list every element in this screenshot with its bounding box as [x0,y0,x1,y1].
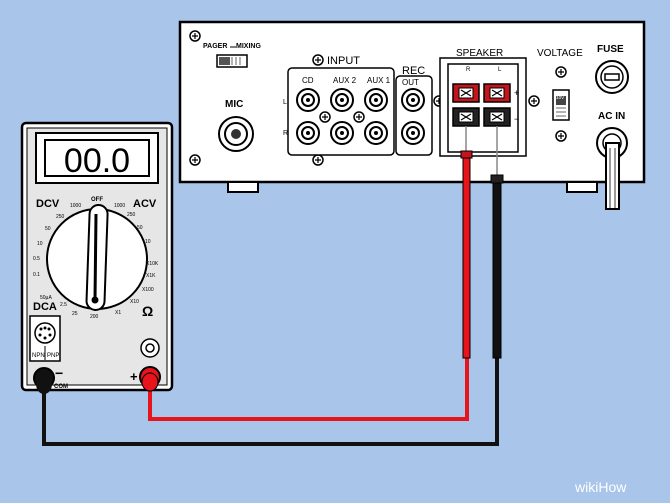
off-label: OFF [91,197,103,203]
black-probe[interactable] [490,126,504,359]
tick-dcv-250: 250 [56,214,65,220]
wikihow-watermark: wikiHow [574,479,627,495]
tick-dcv-50: 50 [45,226,51,232]
aux2-label: AUX 2 [333,76,357,85]
rca-jack-rec-l[interactable] [401,88,425,112]
input-l-label: L [283,99,287,106]
tick-acv-1000: 1000 [114,203,125,209]
display-reading: 00.0 [64,142,130,180]
mixing-label: MIXING [236,43,261,50]
npn-label: NPN [32,353,45,359]
speaker-terminal-l-plus[interactable] [483,83,511,103]
fuse-label: FUSE [597,44,624,55]
rca-jack-cd-r[interactable] [296,121,320,145]
tick-dcv-1000: 1000 [70,203,81,209]
rca-jack-aux1-l[interactable] [364,88,388,112]
cd-label: CD [302,76,314,85]
tick-dcv-10: 10 [37,241,43,247]
transistor-socket[interactable] [29,315,61,362]
speaker-plus-label: + [514,88,519,98]
input-label: INPUT [327,55,360,67]
tick-acv-250: 250 [127,212,136,218]
com-minus-label: − [55,365,63,381]
pnp-label: PNP [47,353,59,359]
rca-jack-aux2-l[interactable] [330,88,354,112]
tick-acv-10: 10 [145,239,151,245]
switch-knob [219,57,230,65]
acin-label: AC IN [598,111,625,122]
tick-dcv-01: 0.1 [33,272,40,278]
amplifier-panel: PAGER MIXING MIC INPUT CD AUX 2 AUX 1 L … [178,20,646,210]
speaker-minus-label: − [514,114,519,124]
input-r-label: R [283,130,288,137]
tick-dca-25b: 25 [72,311,78,317]
plus-input-jack[interactable] [139,366,161,392]
tick-ohm-x10k: X10K [146,261,159,267]
tick-ohm-x10: X10 [130,299,139,305]
screw-icon [555,130,567,142]
multimeter: 00.0 DCV ACV OFF DCA Ω 1000 250 50 10 0.… [20,121,174,394]
aux1-label: AUX 1 [367,76,391,85]
aux-input-jack[interactable] [140,338,160,358]
speaker-terminal-r-minus[interactable] [452,107,480,127]
screw-icon [312,54,324,66]
screw-icon [319,111,331,123]
dca-label: DCA [33,301,57,313]
tick-dca-200: 200 [90,314,99,320]
amplifier-foot-left [227,181,259,193]
mic-label: MIC [225,99,243,110]
rca-jack-aux2-r[interactable] [330,121,354,145]
rotary-selector-dial[interactable] [46,204,148,311]
red-test-lead [148,170,469,421]
voltage-value: 110V [554,95,564,100]
lcd-display [44,139,150,177]
rca-jack-cd-l[interactable] [296,88,320,112]
tick-dcv-05: 0.5 [33,256,40,262]
speaker-terminal-r-plus[interactable] [452,83,480,103]
out-label: OUT [402,78,419,87]
acv-label: ACV [133,198,157,210]
rec-label: REC [402,65,425,77]
tick-ohm-x1: X1 [115,310,121,316]
rca-jack-aux1-r[interactable] [364,121,388,145]
mic-jack[interactable] [218,116,254,152]
screw-icon [189,154,201,166]
dcv-label: DCV [36,198,60,210]
plus-label: + [130,369,138,384]
screw-icon [555,66,567,78]
speaker-l-label: L [498,67,502,73]
pager-label: PAGER [203,43,227,50]
ohm-label: Ω [142,303,153,319]
screw-icon [353,111,365,123]
tick-acv-50: 50 [137,225,143,231]
tick-dca-50ua: 50μA [40,295,52,301]
tick-ohm-x100: X100 [142,287,154,293]
tick-dca-25: 2.5 [60,302,67,308]
speaker-terminal-l-minus[interactable] [483,107,511,127]
screw-icon [528,95,540,107]
com-jack[interactable] [33,367,55,394]
voltage-selector-switch[interactable] [552,89,570,121]
red-probe[interactable] [460,126,473,359]
speaker-r-label: R [466,67,471,73]
rca-jack-rec-r[interactable] [401,121,425,145]
speaker-label: SPEAKER [456,48,503,59]
dial-scale: 1000 250 50 10 0.5 0.1 50μA 2.5 25 200 1… [33,203,159,320]
ac-power-inlet [596,127,628,210]
screw-icon [312,154,324,166]
tick-ohm-x1k: X1K [146,273,156,279]
fuse-holder[interactable] [595,60,629,94]
com-label: COM [54,384,68,390]
power-cord [605,142,620,210]
screw-icon [189,30,201,42]
voltage-label: VOLTAGE [537,48,583,59]
amplifier-foot-right [566,181,598,193]
